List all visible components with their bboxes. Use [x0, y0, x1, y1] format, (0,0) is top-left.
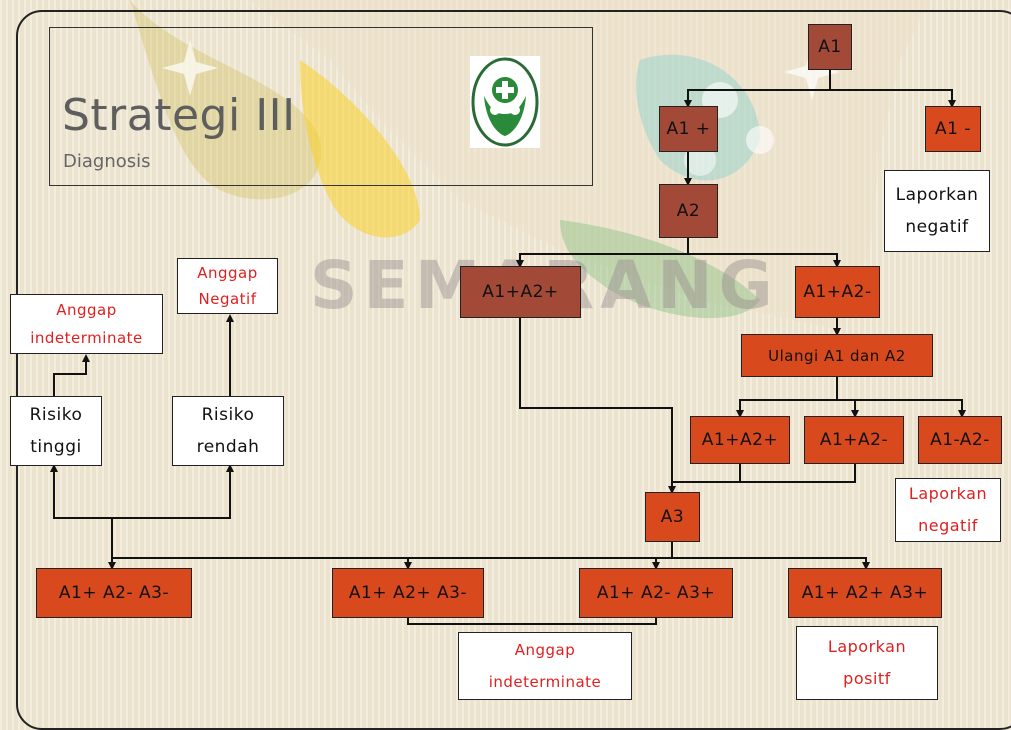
title-box [49, 27, 593, 186]
node-a1a2-mixed: A1+A2- [795, 266, 880, 318]
note-risiko-tinggi: Risiko tinggi [10, 396, 102, 466]
note-line: positf [843, 669, 891, 688]
node-a1: A1 [808, 24, 852, 70]
node-repeat-positive: A1+A2+ [690, 416, 790, 464]
note-laporkan-negatif-mid: Laporkan negatif [895, 478, 1001, 542]
note-line: indeterminate [30, 329, 143, 347]
node-a2: A2 [659, 184, 718, 238]
node-final-a2neg-a3pos: A1+ A2- A3+ [579, 568, 733, 618]
note-laporkan-negatif-top: Laporkan negatif [884, 170, 990, 252]
node-a3: A3 [645, 492, 700, 542]
note-anggap-indeterminate-bottom: Anggap indeterminate [458, 632, 632, 700]
diagram-connectors [50, 70, 966, 625]
note-line: Laporkan [827, 637, 907, 656]
note-line: tinggi [30, 437, 82, 457]
slide-subtitle: Diagnosis [63, 151, 151, 172]
note-laporkan-positif: Laporkan positf [796, 626, 938, 700]
node-final-a2pos-a3neg: A1+ A2+ A3- [332, 568, 484, 618]
node-repeat-negative: A1-A2- [918, 416, 1002, 464]
note-line: Risiko [29, 405, 83, 425]
note-anggap-indeterminate-left: Anggap indeterminate [10, 294, 163, 354]
note-line: negatif [918, 516, 978, 535]
note-anggap-negatif: Anggap Negatif [177, 258, 278, 314]
node-final-a2pos-a3pos: A1+ A2+ A3+ [788, 568, 942, 618]
note-line: Anggap [514, 641, 576, 659]
note-line: Anggap [197, 264, 258, 282]
node-a1-positive: A1 + [659, 106, 718, 152]
slide-title: Strategi III [62, 90, 296, 141]
bakti-husada-logo [470, 56, 540, 148]
node-repeat-mixed: A1+A2- [804, 416, 904, 464]
note-line: indeterminate [488, 673, 602, 691]
note-line: negatif [905, 217, 969, 237]
node-a1-negative: A1 - [925, 106, 981, 152]
note-line: Laporkan [895, 185, 979, 205]
note-line: rendah [196, 437, 260, 457]
node-final-a2neg-a3neg: A1+ A2- A3- [36, 568, 192, 618]
note-line: Laporkan [908, 484, 988, 503]
note-line: Risiko [201, 405, 255, 425]
note-line: Anggap [56, 301, 117, 319]
note-line: Negatif [198, 290, 257, 308]
node-a1a2-positive: A1+A2+ [460, 266, 581, 318]
node-ulangi: Ulangi A1 dan A2 [741, 334, 933, 377]
note-risiko-rendah: Risiko rendah [172, 396, 284, 466]
